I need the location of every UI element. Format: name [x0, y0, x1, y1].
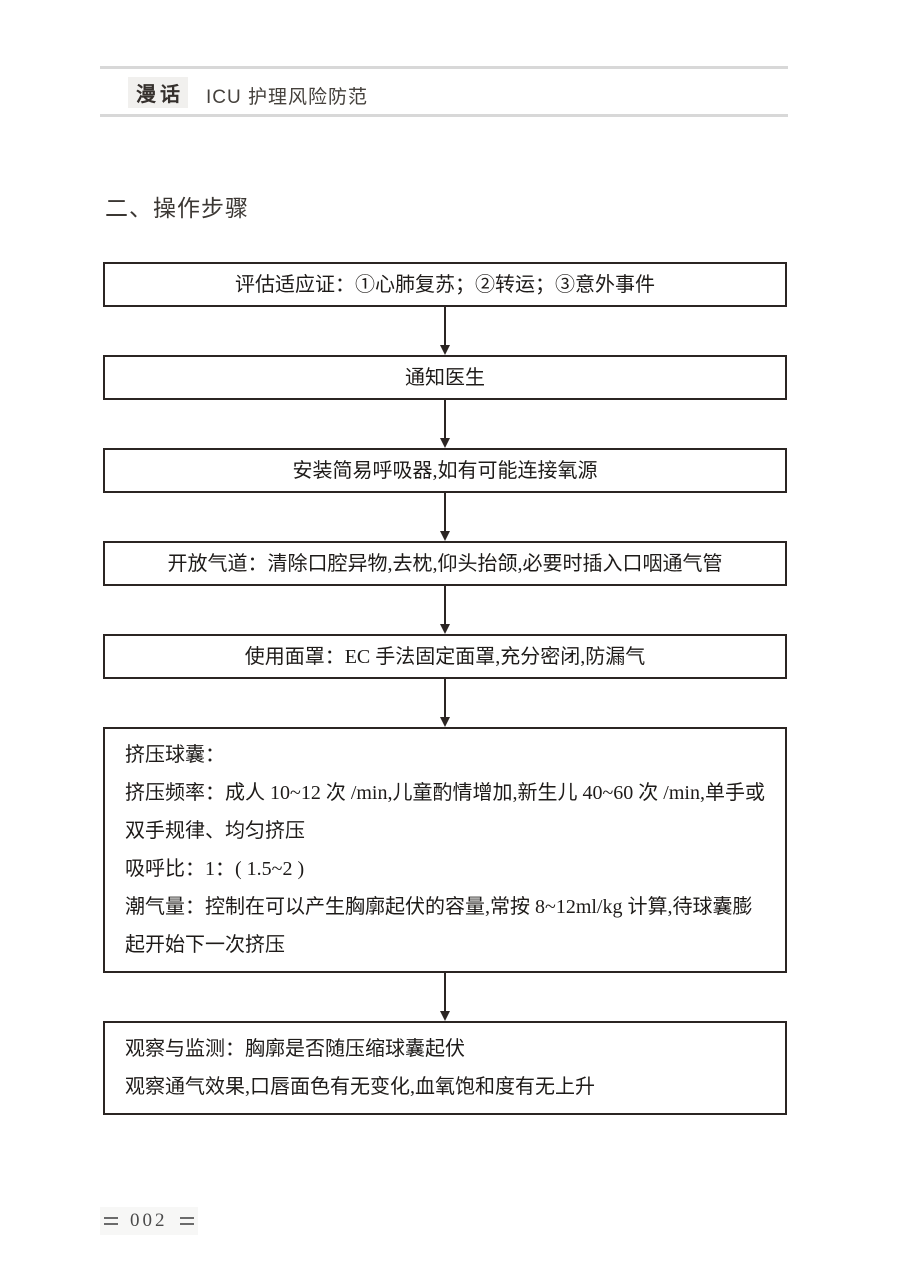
flow-arrow-down-icon — [103, 400, 787, 448]
flow-step-text: 安装简易呼吸器,如有可能连接氧源 — [292, 459, 598, 482]
flowchart: 评估适应证：①心肺复苏；②转运；③意外事件通知医生安装简易呼吸器,如有可能连接氧… — [103, 262, 787, 1115]
flow-arrow-down-icon — [103, 307, 787, 355]
flow-arrow-down-icon — [103, 679, 787, 727]
flow-step-text: 评估适应证：①心肺复苏；②转运；③意外事件 — [235, 273, 655, 296]
flow-step-text: 挤压频率：成人 10~12 次 /min,儿童酌情增加,新生儿 40~60 次 … — [125, 782, 765, 842]
header-rule-bottom — [100, 114, 788, 117]
flow-step-box: 开放气道：清除口腔异物,去枕,仰头抬颌,必要时插入口咽通气管 — [103, 541, 787, 586]
footer-ornament-left-icon — [104, 1217, 118, 1225]
flow-step-text: 观察与监测：胸廓是否随压缩球囊起伏 — [125, 1038, 465, 1060]
flow-step-text: 使用面罩：EC 手法固定面罩,充分密闭,防漏气 — [244, 645, 646, 668]
flow-arrow-down-icon — [103, 493, 787, 541]
header-rule-top — [100, 66, 788, 69]
flow-step-box: 安装简易呼吸器,如有可能连接氧源 — [103, 448, 787, 493]
flow-step-text: 挤压球囊： — [125, 744, 225, 766]
flow-step-box: 评估适应证：①心肺复苏；②转运；③意外事件 — [103, 262, 787, 307]
page-footer: 002 — [100, 1207, 198, 1235]
flow-step-box: 使用面罩：EC 手法固定面罩,充分密闭,防漏气 — [103, 634, 787, 679]
flow-step-text: 吸呼比：1：( 1.5~2 ) — [125, 858, 305, 880]
flow-step-text: 通知医生 — [405, 366, 485, 389]
page-number: 002 — [130, 1210, 168, 1231]
footer-ornament-right-icon — [179, 1217, 194, 1225]
flow-step-text: 潮气量：控制在可以产生胸廓起伏的容量,常按 8~12ml/kg 计算,待球囊膨起… — [125, 896, 753, 956]
series-badge: 漫话 — [128, 77, 188, 108]
section-title: 二、操作步骤 — [105, 195, 249, 221]
flow-step-text: 开放气道：清除口腔异物,去枕,仰头抬颌,必要时插入口咽通气管 — [167, 552, 723, 575]
flow-arrow-down-icon — [103, 973, 787, 1021]
book-title: ICU 护理风险防范 — [206, 87, 369, 108]
flow-arrow-down-icon — [103, 586, 787, 634]
flow-step-box: 挤压球囊： 挤压频率：成人 10~12 次 /min,儿童酌情增加,新生儿 40~… — [103, 727, 787, 973]
flow-step-box: 通知医生 — [103, 355, 787, 400]
flow-step-text: 观察通气效果,口唇面色有无变化,血氧饱和度有无上升 — [125, 1076, 595, 1098]
flow-step-box: 观察与监测：胸廓是否随压缩球囊起伏观察通气效果,口唇面色有无变化,血氧饱和度有无… — [103, 1021, 787, 1115]
